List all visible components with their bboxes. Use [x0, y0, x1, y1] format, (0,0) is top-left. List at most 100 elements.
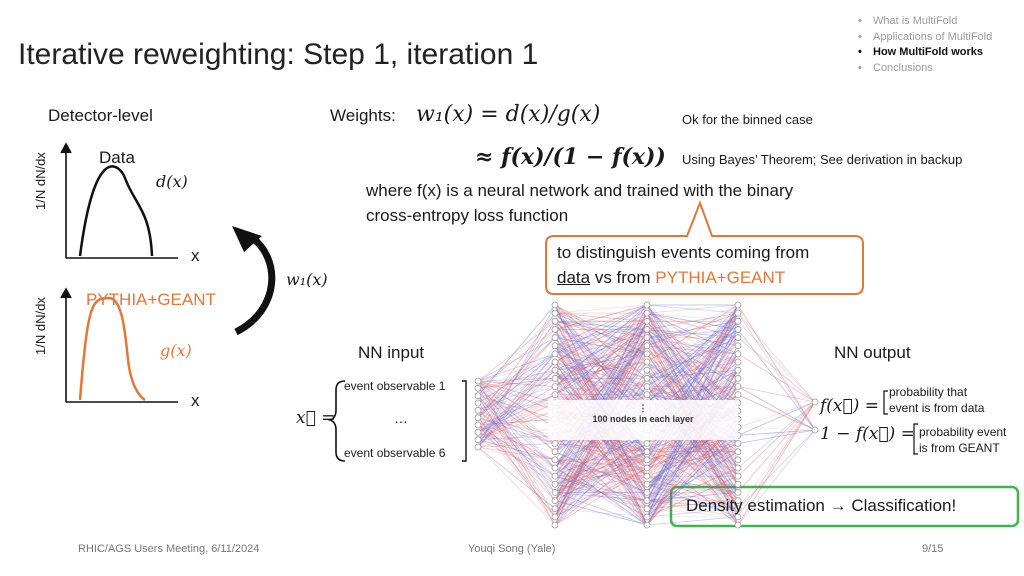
nn-edge — [737, 386, 816, 403]
nn-edge — [554, 312, 648, 477]
nn-edge — [477, 395, 556, 444]
output-data-probability-line-1: probability that — [889, 385, 968, 399]
nn-edge — [554, 369, 648, 526]
nn-edge — [477, 369, 556, 411]
nn-edge — [477, 337, 556, 418]
nn-edge — [554, 353, 648, 371]
nn-edge — [477, 410, 556, 469]
nn-node — [643, 366, 651, 374]
nn-node — [643, 513, 651, 521]
nn-node — [551, 456, 559, 464]
nn-node — [474, 399, 482, 407]
nn-edge — [477, 353, 556, 382]
nn-node — [551, 497, 559, 504]
nn-edge — [646, 329, 739, 387]
nn-edge — [554, 312, 648, 387]
nn-node — [734, 309, 742, 317]
nn-edge — [477, 424, 556, 444]
nn-edge — [646, 516, 739, 526]
nn-node — [551, 521, 559, 529]
nn-edge — [477, 353, 556, 404]
callout-line-1: to distinguish events coming from — [557, 243, 810, 262]
nn-node — [643, 374, 651, 382]
nn-edge — [554, 451, 648, 493]
nn-edge — [646, 312, 739, 477]
nn-edge — [646, 443, 739, 461]
nn-edge — [646, 337, 739, 404]
nn-edge — [646, 312, 739, 412]
nn-edge — [477, 394, 556, 397]
nn-edge — [477, 377, 556, 411]
nn-node — [643, 350, 651, 358]
nn-edge — [477, 394, 556, 441]
nn-edge — [646, 361, 739, 526]
nn-edge — [646, 443, 739, 518]
nn-node — [474, 436, 482, 444]
detector-level-heading: Detector-level — [48, 106, 153, 125]
nn-edge — [554, 320, 648, 330]
nn-edge — [554, 321, 648, 469]
nn-edge — [477, 395, 556, 469]
nn-edge — [477, 361, 556, 411]
nn-edge — [554, 361, 648, 379]
nn-edge — [477, 418, 556, 426]
nn-edge — [554, 443, 648, 526]
nn-edge — [646, 483, 739, 518]
nn-edge — [646, 320, 739, 371]
nn-node — [551, 513, 559, 521]
callout-box — [545, 200, 864, 295]
nn-edge — [477, 388, 556, 452]
bottom-plot-x-label: x — [191, 391, 200, 410]
nn-node — [734, 489, 742, 496]
nn-edge — [477, 424, 556, 461]
nn-edge — [554, 321, 648, 412]
nn-edge — [554, 451, 648, 501]
description-line-1: where f(x) is a neural network and train… — [366, 181, 794, 200]
nn-edge — [477, 304, 556, 396]
nn-node — [643, 456, 651, 464]
nn-edge — [646, 329, 739, 387]
nn-edge — [554, 337, 648, 355]
nn-edge — [646, 451, 739, 501]
nn-edge — [477, 424, 556, 518]
nn-edge — [554, 361, 648, 387]
reweight-arrow — [232, 226, 276, 336]
nn-edge — [477, 361, 556, 382]
callout-vs-text: vs from — [590, 268, 656, 287]
outline-item-applications[interactable]: Applications of MultiFold — [858, 30, 992, 46]
nn-edge — [477, 426, 556, 448]
nn-node — [643, 489, 651, 496]
nn-edge — [477, 388, 556, 501]
nn-edge — [646, 435, 739, 485]
outline-item-how-multifold-works[interactable]: How MultiFold works — [858, 45, 992, 61]
outline-item-what-is-multifold[interactable]: What is MultiFold — [858, 14, 992, 30]
nn-edge — [646, 337, 739, 355]
output-geant-probability: probability event is from GEANT — [919, 424, 1006, 456]
nn-edge — [477, 321, 556, 433]
nn-node — [551, 358, 559, 366]
nn-edge — [477, 402, 556, 411]
nn-edge — [646, 329, 739, 338]
nn-edge — [737, 312, 816, 403]
nn-edge — [477, 424, 556, 493]
nn-edge — [646, 353, 739, 395]
nn-edge — [646, 451, 739, 510]
nn-edge — [477, 361, 556, 397]
nn-edge — [477, 417, 556, 469]
nn-node — [551, 464, 559, 472]
nn-edge — [646, 443, 739, 485]
nn-edge — [554, 451, 648, 510]
nn-edge — [554, 304, 648, 412]
nn-edge — [646, 320, 739, 404]
outline-item-conclusions[interactable]: Conclusions — [858, 61, 992, 77]
nn-edge — [477, 395, 556, 485]
nn-edge — [477, 395, 556, 420]
nn-node — [734, 391, 742, 399]
nn-edge — [646, 369, 739, 518]
nn-node — [734, 480, 742, 488]
nn-node — [734, 505, 742, 513]
nn-edge — [477, 402, 556, 493]
nn-edge — [554, 475, 648, 501]
